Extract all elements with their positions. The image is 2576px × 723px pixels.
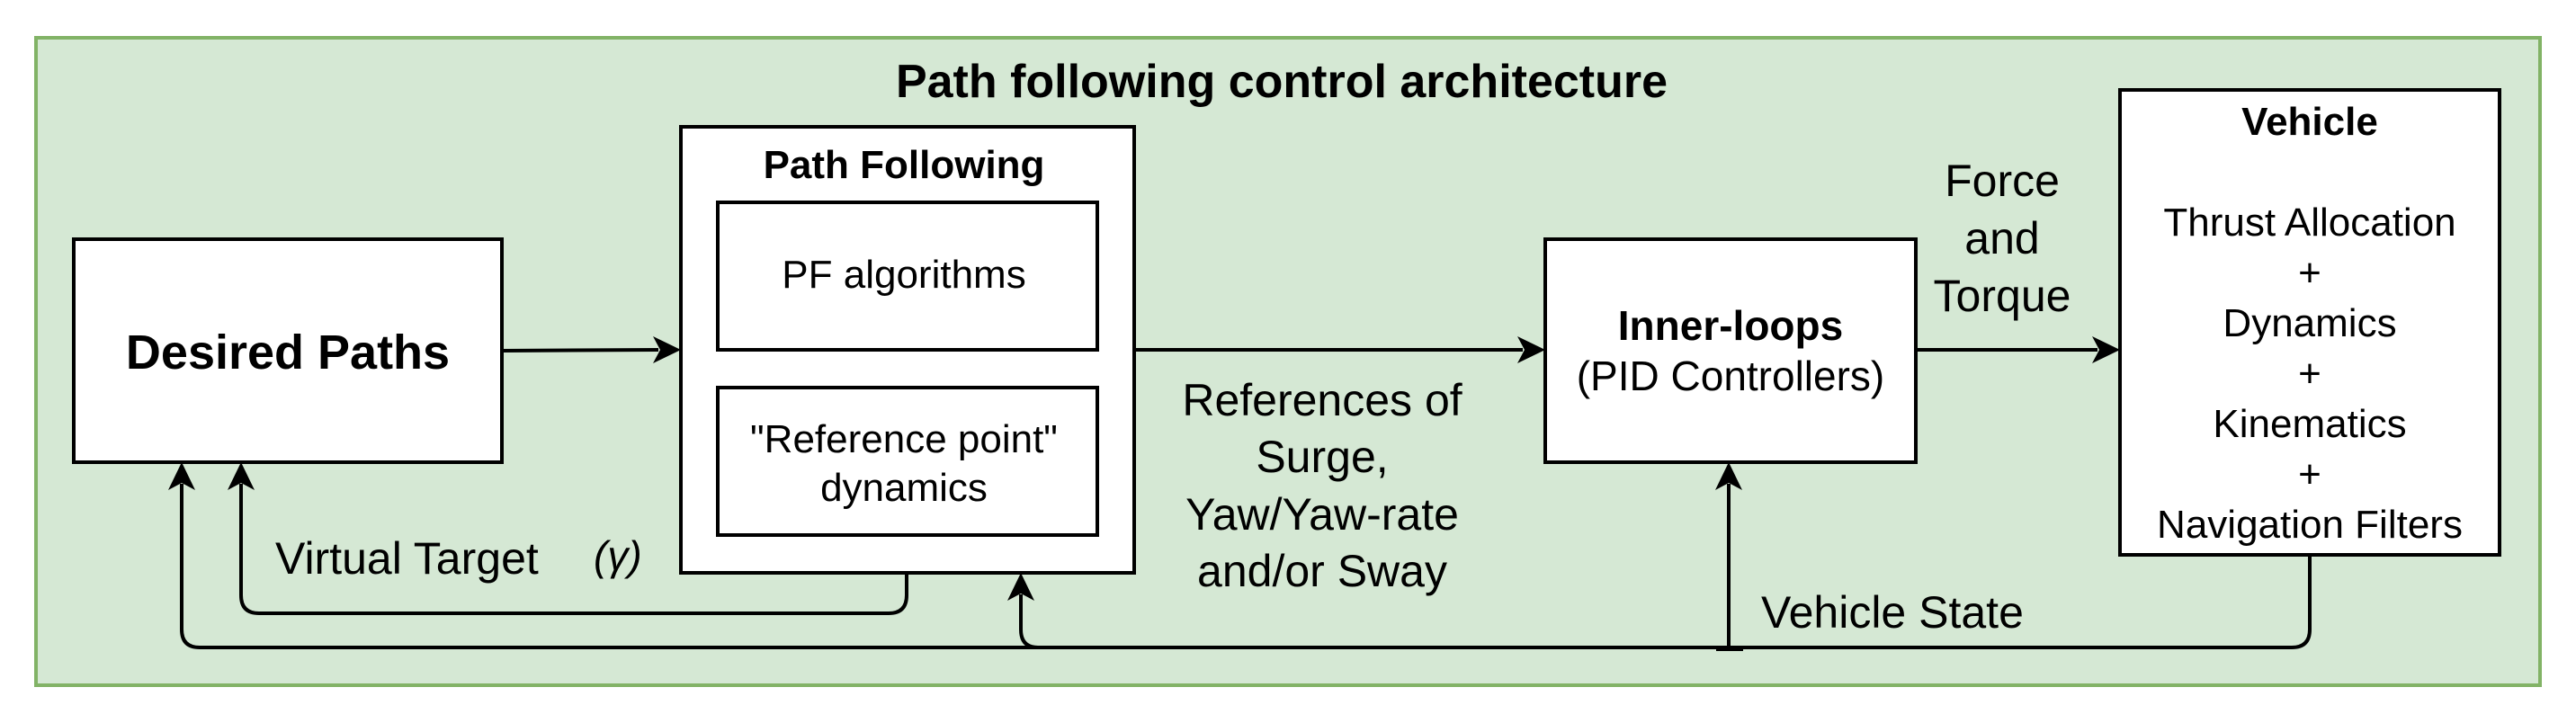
vehicle-line-dynamics: Dynamics — [2223, 301, 2396, 345]
inner-loops-label: Inner-loops — [1618, 302, 1843, 349]
vehicle-state-label: Vehicle State — [1761, 587, 2024, 638]
vehicle-node: Vehicle Thrust Allocation + Dynamics + K… — [2118, 88, 2501, 557]
edge-vehicle-state-to-pf — [1007, 573, 1729, 649]
force-torque-label-line2: and — [1964, 213, 2039, 263]
vehicle-label: Vehicle — [2241, 100, 2378, 144]
inner-loops-sublabel: (PID Controllers) — [1577, 353, 1885, 399]
edge-desired-to-pf — [501, 336, 681, 363]
edge-virtual-target — [228, 462, 908, 615]
force-torque-label-line3: Torque — [1934, 271, 2071, 321]
references-label-line3: Yaw/Yaw-rate — [1185, 489, 1459, 540]
vehicle-line-plus-1: + — [2298, 251, 2321, 295]
desired-paths-node: Desired Paths — [72, 237, 504, 464]
pf-algorithms-label: PF algorithms — [782, 253, 1025, 297]
references-label-line2: Surge, — [1256, 432, 1388, 482]
inner-loops-node: Inner-loops (PID Controllers) — [1543, 237, 1918, 464]
edge-vehicle-state-to-inner — [1715, 462, 1743, 651]
path-following-label: Path Following — [764, 143, 1045, 187]
vehicle-line-thrust: Thrust Allocation — [2163, 201, 2455, 245]
vehicle-line-kinematics: Kinematics — [2213, 402, 2406, 446]
edge-inner-to-vehicle — [1916, 336, 2120, 363]
vehicle-line-plus-2: + — [2298, 352, 2321, 396]
vehicle-line-plus-3: + — [2298, 452, 2321, 496]
references-label-line1: References of — [1182, 375, 1462, 425]
virtual-target-symbol: (γ) — [594, 532, 642, 579]
pf-algorithms-box — [716, 201, 1099, 352]
force-torque-label-line1: Force — [1945, 156, 2060, 206]
references-label-line4: and/or Sway — [1197, 546, 1447, 596]
reference-point-box — [716, 386, 1099, 537]
edge-pf-to-inner — [1134, 336, 1545, 363]
vehicle-line-nav-filters: Navigation Filters — [2157, 503, 2463, 547]
diagram-title: Path following control architecture — [896, 56, 1668, 108]
path-following-node: Path Following PF algorithms "Reference … — [679, 125, 1136, 575]
desired-paths-label: Desired Paths — [126, 326, 450, 379]
reference-point-line2: dynamics — [820, 466, 988, 510]
virtual-target-label: Virtual Target — [275, 533, 539, 584]
reference-point-line1: "Reference point" — [750, 417, 1058, 461]
